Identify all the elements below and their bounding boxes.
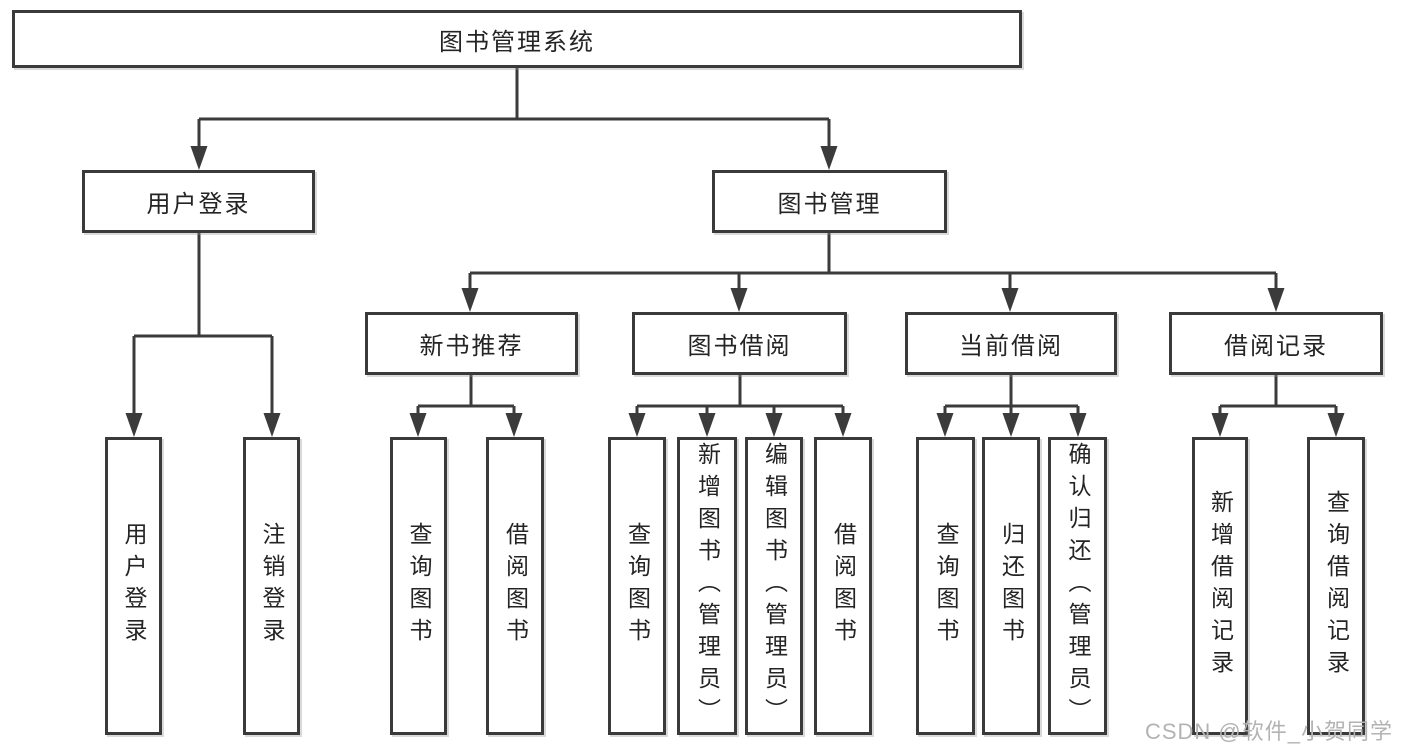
leaf-borrow-book-recommend: 借阅图书 (486, 437, 544, 735)
leaf-query-book-recommend: 查询图书 (390, 437, 447, 735)
node-root-label: 图书管理系统 (439, 28, 595, 56)
connector-borrow-record-to-leaves (1211, 375, 1345, 437)
leaf-query-borrow-record: 查询借阅记录 (1307, 437, 1365, 735)
node-book-management-label: 图书管理 (777, 191, 882, 218)
node-borrow-record-label: 借阅记录 (1224, 333, 1328, 360)
leaf-user-login-label: 用户登录 (121, 522, 147, 650)
node-new-book-recommend-label: 新书推荐 (419, 333, 524, 360)
leaf-confirm-return-admin: 确认归还（管理员） (1048, 437, 1107, 735)
leaf-add-book-admin: 新增图书（管理员） (677, 437, 737, 735)
node-current-borrow-label: 当前借阅 (959, 333, 1063, 360)
leaf-user-login: 用户登录 (105, 437, 162, 735)
csdn-watermark: CSDN @软件_小贺同学 (1144, 719, 1393, 744)
leaf-borrow-book: 借阅图书 (814, 437, 872, 735)
leaf-query-book-borrow-label: 查询图书 (624, 522, 651, 650)
leaf-edit-book-admin-label: 编辑图书（管理员） (761, 442, 788, 730)
leaf-borrow-book-label: 借阅图书 (830, 522, 857, 650)
node-book-management: 图书管理 (712, 170, 947, 233)
node-new-book-recommend: 新书推荐 (365, 312, 578, 375)
node-current-borrow: 当前借阅 (905, 312, 1117, 375)
node-user-login: 用户登录 (82, 170, 315, 233)
node-user-login-label: 用户登录 (146, 191, 251, 218)
leaf-add-book-admin-label: 新增图书（管理员） (694, 442, 721, 730)
connector-current-borrow-to-leaves (936, 375, 1087, 437)
leaf-add-borrow-record: 新增借阅记录 (1192, 437, 1248, 735)
node-book-borrow: 图书借阅 (632, 312, 847, 375)
connector-user-login-to-leaves (125, 233, 281, 437)
leaf-borrow-book-recommend-label: 借阅图书 (502, 522, 529, 650)
connector-root-to-level2 (190, 68, 838, 170)
leaf-query-book-borrow: 查询图书 (608, 437, 666, 735)
connector-book-management-to-level3 (461, 233, 1285, 312)
leaf-query-book-current-label: 查询图书 (933, 522, 959, 650)
node-book-borrow-label: 图书借阅 (687, 333, 792, 360)
node-root: 图书管理系统 (12, 10, 1022, 68)
leaf-confirm-return-admin-label: 确认归还（管理员） (1065, 442, 1091, 730)
leaf-logout: 注销登录 (243, 437, 300, 735)
leaf-return-book: 归还图书 (982, 437, 1040, 735)
connector-book-borrow-to-leaves (628, 375, 852, 437)
leaf-edit-book-admin: 编辑图书（管理员） (745, 437, 803, 735)
leaf-query-borrow-record-label: 查询借阅记录 (1323, 490, 1350, 682)
connector-new-book-recommend-to-leaves (409, 375, 523, 437)
leaf-query-book-current: 查询图书 (916, 437, 975, 735)
leaf-query-book-recommend-label: 查询图书 (406, 522, 432, 650)
leaf-add-borrow-record-label: 新增借阅记录 (1207, 490, 1234, 682)
leaf-logout-label: 注销登录 (259, 522, 285, 650)
leaf-return-book-label: 归还图书 (998, 522, 1025, 650)
node-borrow-record: 借阅记录 (1169, 312, 1383, 375)
